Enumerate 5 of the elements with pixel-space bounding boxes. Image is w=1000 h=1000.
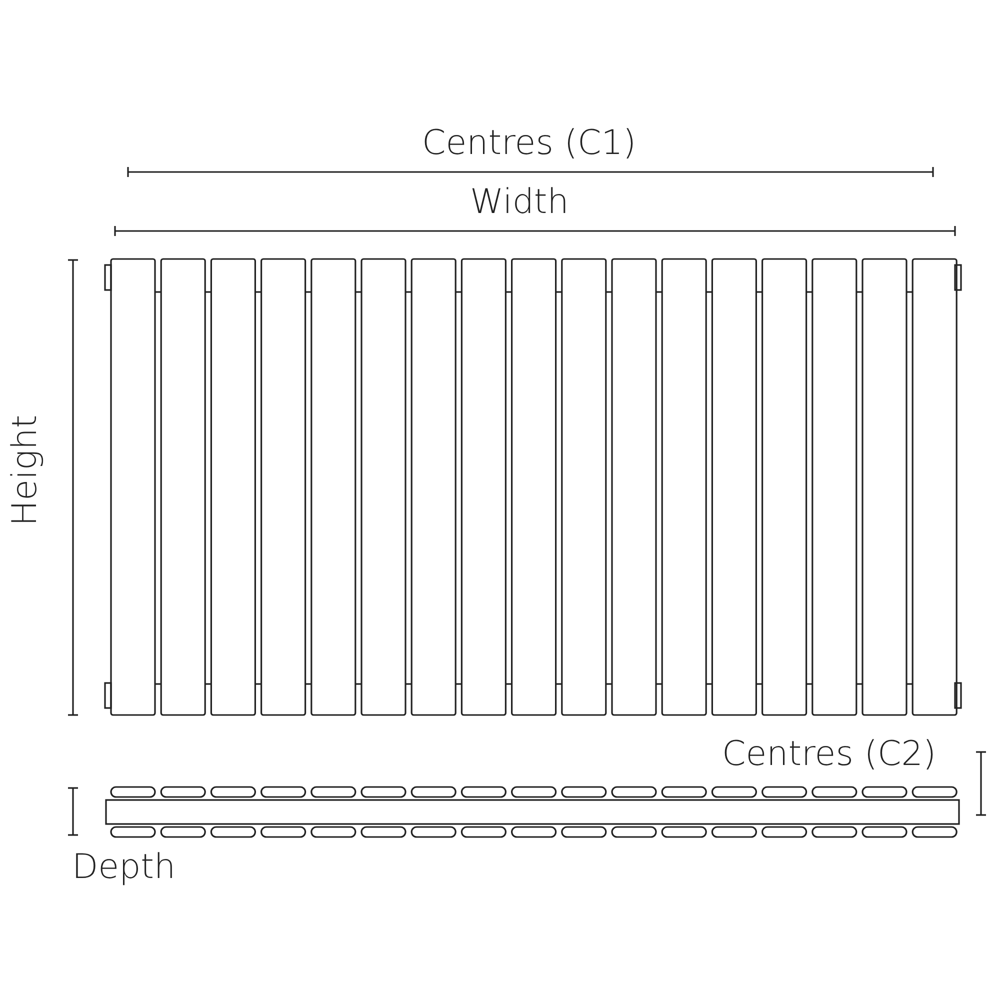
dimension-label: Centres (C2): [722, 737, 936, 771]
dimension-label: Depth: [72, 850, 176, 884]
dimension-label: Width: [470, 185, 569, 219]
dimension-label: Centres (C1): [422, 126, 636, 160]
dimension-label: Height: [8, 414, 42, 526]
